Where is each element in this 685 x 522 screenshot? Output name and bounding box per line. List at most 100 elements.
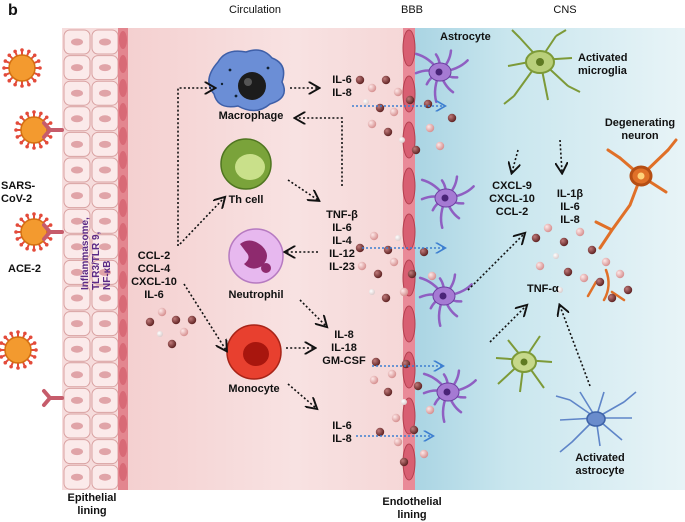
epithelial-nucleus: [99, 38, 111, 46]
cytokine-particle: [401, 359, 411, 369]
cytokine-particle: [375, 427, 385, 437]
cytokine-particle: [187, 315, 197, 325]
epithelial-nucleus: [99, 115, 111, 123]
cytokine-particle: [535, 261, 545, 271]
cytokine-particle: [579, 273, 589, 283]
endothelial-cell: [402, 167, 416, 205]
cytokine-particle: [423, 99, 433, 109]
cytokine-particle: [367, 119, 377, 129]
epithelial-edge-cell: [119, 79, 127, 97]
epithelial-nucleus: [99, 217, 111, 225]
epithelial-edge-cell: [119, 463, 127, 481]
cytokine-particle: [381, 75, 391, 85]
bbb-astrocytes: [414, 49, 477, 424]
epithelial-edge-cell: [119, 271, 127, 289]
sars-cov-2-virion: [0, 330, 38, 370]
epithelial-nucleus: [71, 140, 83, 148]
epithelial-edge-cell: [119, 55, 127, 73]
cytokine-particle: [553, 253, 559, 259]
cytokine-particle: [355, 243, 365, 253]
astrocyte-label: Astrocyte: [440, 31, 491, 43]
cytokine-particle: [623, 285, 633, 295]
neutrophil-cell: [228, 228, 284, 284]
panel-letter: b: [8, 2, 18, 19]
epithelial-edge-cell: [119, 415, 127, 433]
epithelial-nucleus: [71, 64, 83, 72]
cytokine-particle: [559, 237, 569, 247]
cytokine-particle: [543, 223, 553, 233]
macrophage-label: Macrophage: [218, 110, 284, 122]
signal-arrow: [183, 283, 226, 350]
epithelial-nucleus: [71, 448, 83, 456]
epithelial-nucleus: [99, 64, 111, 72]
epithelial-nucleus: [99, 320, 111, 328]
epithelial-nucleus: [71, 268, 83, 276]
endothelial-cell: [402, 29, 416, 67]
astrocyte-cell: [414, 49, 469, 104]
endothelial-cell: [402, 213, 416, 251]
cytokine-particle: [425, 123, 435, 133]
cytokine-particle: [369, 289, 375, 295]
cytokine-particle: [607, 293, 617, 303]
cytokine-particle: [383, 387, 393, 397]
activated-microglia-cell: [503, 29, 581, 105]
cytokine-particle: [389, 107, 399, 117]
epithelial-nucleus: [99, 140, 111, 148]
cytokine-particle: [371, 357, 381, 367]
cytokine-particle: [369, 231, 379, 241]
signal-arrow: [287, 383, 316, 408]
ace2-receptor: [42, 223, 64, 241]
monocyte-cell: [226, 324, 282, 380]
cytokine-particle: [373, 269, 383, 279]
signal-arrows: [177, 88, 591, 436]
epithelial-nucleus: [71, 294, 83, 302]
epithelial-edge-cell: [119, 31, 127, 49]
monocyte-label: Monocyte: [228, 383, 280, 395]
cytokine-particle: [615, 269, 625, 279]
epithelial-nucleus: [71, 217, 83, 225]
epithelial-nucleus: [71, 192, 83, 200]
astrocyte-cell: [422, 369, 477, 424]
epithelial-edge-cell: [119, 295, 127, 313]
epithelial-nucleus: [71, 115, 83, 123]
epithelial-nucleus: [71, 320, 83, 328]
epithelial-nucleus: [99, 345, 111, 353]
epithelial-nucleus: [99, 89, 111, 97]
cytokine-particle: [389, 257, 399, 267]
cytokine-particle: [435, 141, 445, 151]
cytokine-particle: [381, 293, 391, 303]
cytokine-particle: [427, 271, 437, 281]
epithelial-edge-cell: [119, 319, 127, 337]
epithelial-edge-cell: [119, 367, 127, 385]
sars-cov-2-virion: [14, 110, 54, 150]
epithelial-nucleus: [71, 166, 83, 174]
epithelial-nucleus: [99, 166, 111, 174]
cytokine-particle: [411, 145, 421, 155]
cytokine-particle: [399, 137, 405, 143]
epithelial-nucleus: [99, 294, 111, 302]
astrocyte-cell: [418, 273, 473, 328]
signal-arrow: [560, 306, 591, 387]
epithelial-nucleus: [99, 448, 111, 456]
ace2-label: ACE-2: [8, 263, 42, 275]
signal-arrow: [177, 88, 214, 246]
cytokine-particle: [399, 457, 409, 467]
virus-group: [0, 48, 54, 370]
cytokine-particle: [563, 267, 573, 277]
epithelial-nucleus: [71, 422, 83, 430]
astrocyte-cell: [420, 175, 475, 230]
epithelial-nucleus: [71, 345, 83, 353]
cytokine-particle: [363, 99, 369, 105]
epithelial-nucleus: [99, 473, 111, 481]
ace2-receptors: [42, 121, 64, 407]
epithelial-edge-cell: [119, 247, 127, 265]
cytokine-particle: [391, 413, 401, 423]
endothelial-cell: [402, 397, 416, 435]
